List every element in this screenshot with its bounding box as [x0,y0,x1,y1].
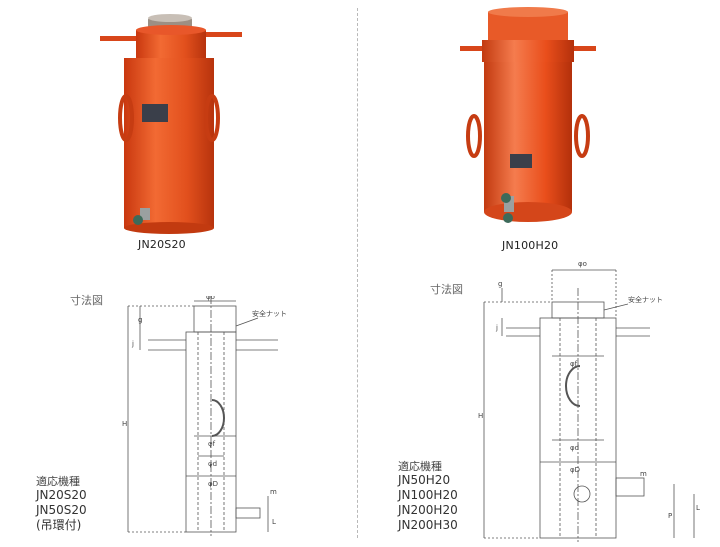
model-item-right-2: JN100H20 [398,488,458,502]
dimension-drawing-label-left: 寸法図 [70,294,103,307]
label-dD-left: φD [208,480,218,488]
dimension-drawing-label-right: 寸法図 [430,283,463,296]
label-dd-left: φd [208,460,217,468]
model-item-left-1: JN20S20 [36,488,87,502]
dimension-drawing-left: φo 安全ナット g j H φf φd φD m L [122,296,287,536]
label-df-left: φf [208,440,216,448]
label-nut-left: 安全ナット [252,309,287,318]
model-item-right-4: JN200H30 [398,518,458,532]
model-item-right-3: JN200H20 [398,503,458,517]
model-item-left-2: JN50S20 [36,503,87,517]
photo-caption-right: JN100H20 [502,239,559,252]
label-p-right: P [668,512,672,520]
model-item-left-3: (吊環付) [36,518,82,532]
label-h-right: H [478,412,483,420]
column-divider [357,8,358,538]
label-m-right: m [640,470,647,478]
label-g-right: g [498,280,502,288]
label-dd-right: φd [570,444,579,452]
label-l-left: L [272,518,276,526]
label-h-left: H [122,420,127,428]
label-df-right: φf [570,360,578,368]
label-dD-right: φD [570,466,580,474]
label-m-left: m [270,488,277,496]
cylinder-photo-jn100h20 [460,7,596,223]
label-g-left: g [138,316,142,324]
label-j-right: j [495,324,498,332]
label-do-left: φo [206,296,215,301]
label-nut-right: 安全ナット [628,295,663,304]
label-l-right: L [696,504,700,512]
models-title-right: 適応機種 [398,460,442,473]
cylinder-photo-jn20s20 [100,14,242,234]
model-item-right-1: JN50H20 [398,473,451,487]
photo-caption-left: JN20S20 [138,238,186,251]
label-do-right: φo [578,260,587,268]
label-j-left: j [131,340,134,348]
models-title-left: 適応機種 [36,475,80,488]
dimension-drawing-right: φo 安全ナット g j H φf φd φD m P L [478,260,700,542]
